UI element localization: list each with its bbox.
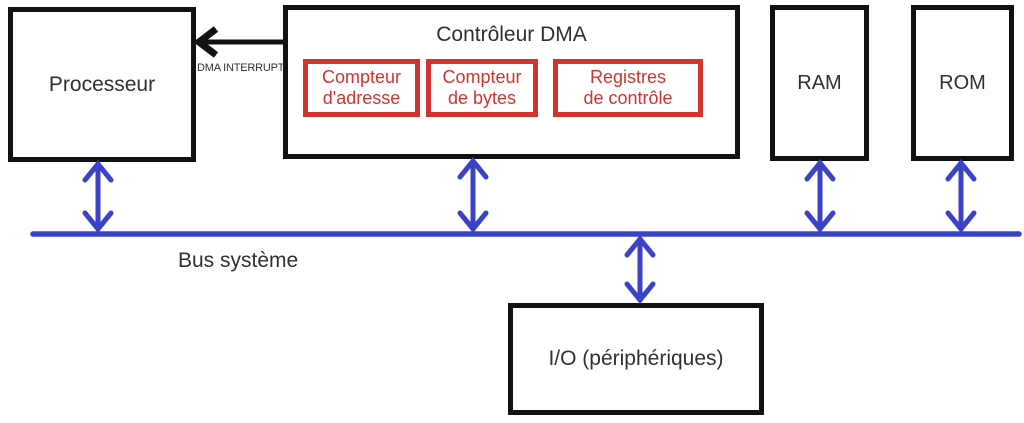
- dma-interrupt-arrow: [193, 26, 283, 58]
- dma-controller-box: Contrôleur DMA Compteur d'adresse Compte…: [283, 5, 740, 159]
- byte-counter-line2: de bytes: [447, 88, 517, 108]
- ram-label: RAM: [797, 71, 842, 94]
- address-counter-box: Compteur d'adresse: [303, 59, 420, 117]
- byte-counter-line1: Compteur: [442, 67, 522, 87]
- control-registers-line2: de contrôle: [583, 88, 673, 108]
- dma-interrupt-label: DMA INTERRUPT: [197, 62, 285, 74]
- dma-bus-arrow: [457, 157, 489, 233]
- processeur-bus-arrow: [82, 160, 114, 233]
- io-label: I/O (périphériques): [548, 347, 724, 370]
- io-bus-arrow: [624, 235, 656, 304]
- ram-box: RAM: [770, 5, 869, 161]
- io-box: I/O (périphériques): [508, 303, 764, 415]
- address-counter-line1: Compteur: [321, 67, 402, 87]
- byte-counter-box: Compteur de bytes: [426, 59, 538, 117]
- control-registers-line1: Registres: [589, 67, 667, 87]
- dma-controller-title: Contrôleur DMA: [436, 23, 587, 46]
- rom-bus-arrow: [945, 159, 977, 233]
- ram-bus-arrow: [804, 159, 836, 233]
- system-bus-label: Bus système: [178, 249, 299, 272]
- processeur-label: Processeur: [48, 72, 156, 96]
- address-counter-line2: d'adresse: [322, 88, 401, 108]
- rom-label: ROM: [939, 71, 986, 94]
- rom-box: ROM: [911, 5, 1014, 161]
- processeur-box: Processeur: [8, 7, 196, 162]
- control-registers-box: Registres de contrôle: [553, 59, 703, 117]
